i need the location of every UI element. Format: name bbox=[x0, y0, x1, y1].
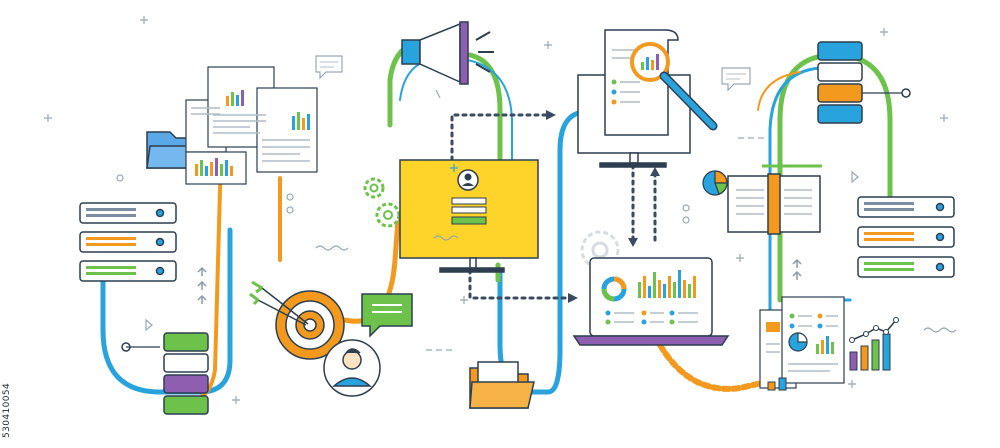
user-avatar-icon bbox=[323, 339, 381, 397]
green-connector-megaphone-right bbox=[467, 52, 503, 163]
server-rack-icon bbox=[79, 202, 177, 282]
up-arrows-icon bbox=[197, 258, 802, 304]
chat-bubble-icon bbox=[361, 293, 413, 338]
target-icon bbox=[275, 290, 345, 360]
arrows-icon bbox=[249, 280, 309, 326]
decorative-lines bbox=[320, 61, 746, 80]
laptop-dashboard-icon bbox=[572, 257, 730, 346]
server-rack-icon-right bbox=[857, 196, 955, 278]
orange-connector-right bbox=[757, 71, 801, 111]
notebook-icon bbox=[727, 164, 822, 235]
report-documents-icon bbox=[759, 296, 845, 389]
magnifier-report-icon bbox=[577, 29, 718, 168]
database-stack-icon-right bbox=[817, 41, 863, 124]
orange-dashed-connector bbox=[657, 342, 778, 392]
document-lines bbox=[191, 107, 310, 162]
bar-chart-growth-icon bbox=[767, 317, 899, 391]
blue-connector-right bbox=[768, 66, 822, 332]
pie-chart-icon bbox=[702, 170, 728, 196]
decorative-sparkles bbox=[44, 16, 957, 404]
gears-icon bbox=[363, 177, 401, 228]
login-monitor-icon bbox=[399, 159, 539, 273]
blue-connector-left bbox=[100, 227, 233, 395]
database-stack-icon bbox=[163, 332, 209, 415]
mini-bar-charts bbox=[195, 90, 310, 176]
arrow-heads bbox=[546, 110, 660, 303]
megaphone-icon bbox=[401, 21, 494, 85]
folder-icon-orange bbox=[469, 361, 535, 409]
dotted-flow-arrows bbox=[450, 113, 657, 300]
stock-image-id: 530410054 bbox=[2, 382, 12, 438]
connector-node bbox=[901, 88, 911, 98]
